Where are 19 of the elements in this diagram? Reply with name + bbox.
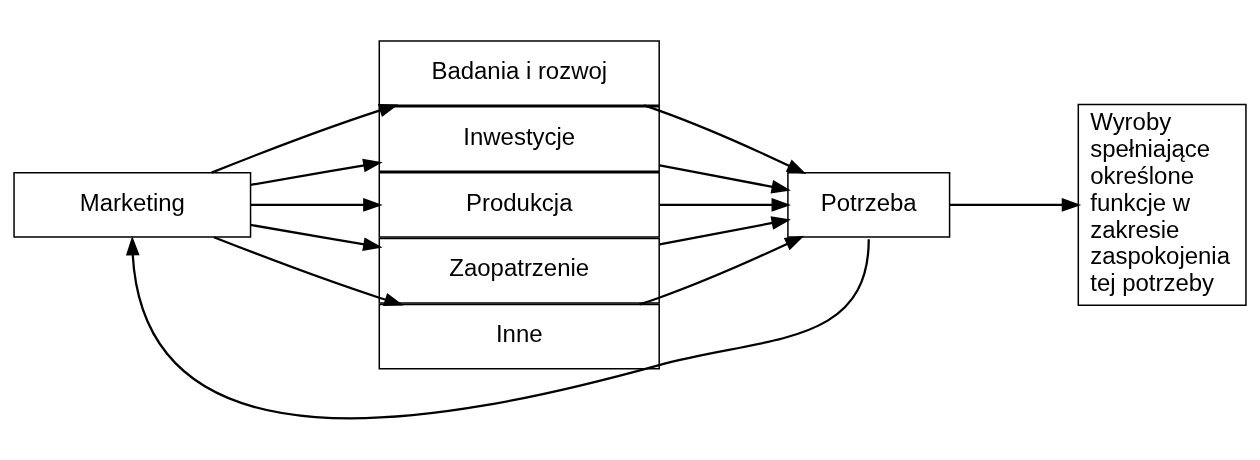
- arrow: [213, 236, 404, 307]
- node-box: Wyroby spełniające określone funkcje w zakresie zaspokojenia tej potrzeby: [1077, 103, 1247, 306]
- node-box: Inne: [378, 303, 660, 370]
- arrow: [250, 158, 383, 186]
- arrow: [659, 164, 791, 194]
- node-box: Zaopatrzenie: [378, 237, 660, 304]
- arrow: [250, 223, 383, 251]
- node-box: Marketing: [13, 171, 252, 238]
- arrow: [659, 216, 791, 246]
- arrow: [250, 198, 383, 212]
- arrow: [643, 104, 807, 175]
- node-box: Badania i rozwoj: [378, 40, 660, 107]
- node-box: Produkcja: [378, 171, 660, 238]
- node-box: Inwestycje: [378, 106, 660, 172]
- arrow: [125, 235, 870, 420]
- node-box: Potrzeba: [787, 171, 951, 238]
- arrow: [949, 198, 1082, 212]
- arrow: [639, 235, 805, 306]
- arrow: [659, 198, 792, 212]
